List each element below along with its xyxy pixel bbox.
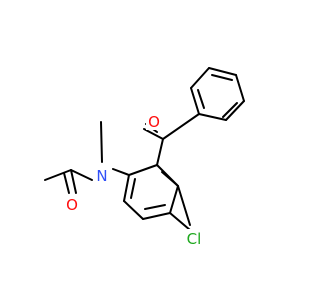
bond bbox=[169, 185, 179, 214]
atom-oxygen-amide: O bbox=[66, 196, 78, 214]
bond bbox=[222, 102, 238, 118]
bond bbox=[44, 169, 72, 181]
bond bbox=[70, 169, 77, 194]
bond bbox=[235, 74, 245, 102]
atom-labels: O N O Cl bbox=[64, 112, 205, 248]
bond bbox=[208, 67, 237, 76]
bond bbox=[225, 100, 245, 121]
bond bbox=[197, 89, 205, 109]
bond bbox=[190, 87, 200, 115]
bond bbox=[123, 174, 130, 202]
bond bbox=[156, 138, 164, 166]
bond bbox=[100, 121, 103, 163]
atom-chlorine: Cl bbox=[187, 230, 202, 248]
bond bbox=[177, 185, 191, 226]
bond bbox=[190, 67, 210, 89]
atom-oxygen-ketone: O bbox=[148, 113, 160, 131]
bond bbox=[70, 169, 93, 181]
atom-nitrogen: N bbox=[96, 167, 107, 185]
bonds bbox=[44, 67, 245, 231]
bond bbox=[128, 164, 158, 176]
bond bbox=[143, 128, 164, 140]
bond bbox=[112, 168, 130, 176]
bond bbox=[162, 113, 200, 140]
bond bbox=[142, 212, 171, 220]
bond bbox=[169, 212, 191, 231]
bond bbox=[123, 200, 144, 220]
bond bbox=[63, 172, 70, 194]
structure-diagram: O N O Cl bbox=[44, 67, 245, 248]
bond bbox=[144, 204, 166, 210]
bond bbox=[198, 113, 227, 121]
bond bbox=[161, 171, 178, 186]
bond bbox=[211, 74, 233, 81]
bond bbox=[130, 178, 136, 199]
